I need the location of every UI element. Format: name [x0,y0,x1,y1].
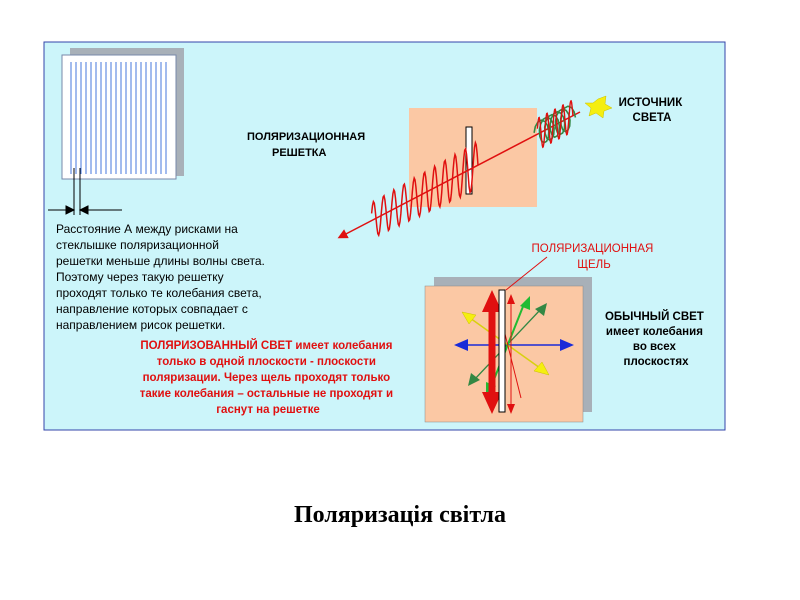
grating-label: ПОЛЯРИЗАЦИОННАЯ РЕШЕТКА [247,131,368,159]
slit-pointer [505,256,548,291]
source-label: ИСТОЧНИК СВЕТА [619,97,686,124]
unpolarized-wave [533,105,577,144]
source-wave-red [536,99,574,149]
light-source-icon [584,95,613,119]
polarizing-slit [498,289,506,413]
slide-caption: Поляризація світла [293,502,507,528]
polarized-wave [370,139,479,238]
slit-label: ПОЛЯРИЗАЦИОННАЯ ЩЕЛЬ [532,243,657,271]
grating-slit [465,126,473,195]
grating-plate [61,48,184,180]
distance-marker [48,168,122,215]
ordinary-light-label: ОБЫЧНЫЙ СВЕТ имеет колебания во всех пло… [605,310,707,368]
grating-description: Расстояние А между рисками на стеклышке … [56,222,268,332]
polarized-light-description: ПОЛЯРИЗОВАННЫЙ СВЕТ имеет колебания толь… [140,339,397,416]
